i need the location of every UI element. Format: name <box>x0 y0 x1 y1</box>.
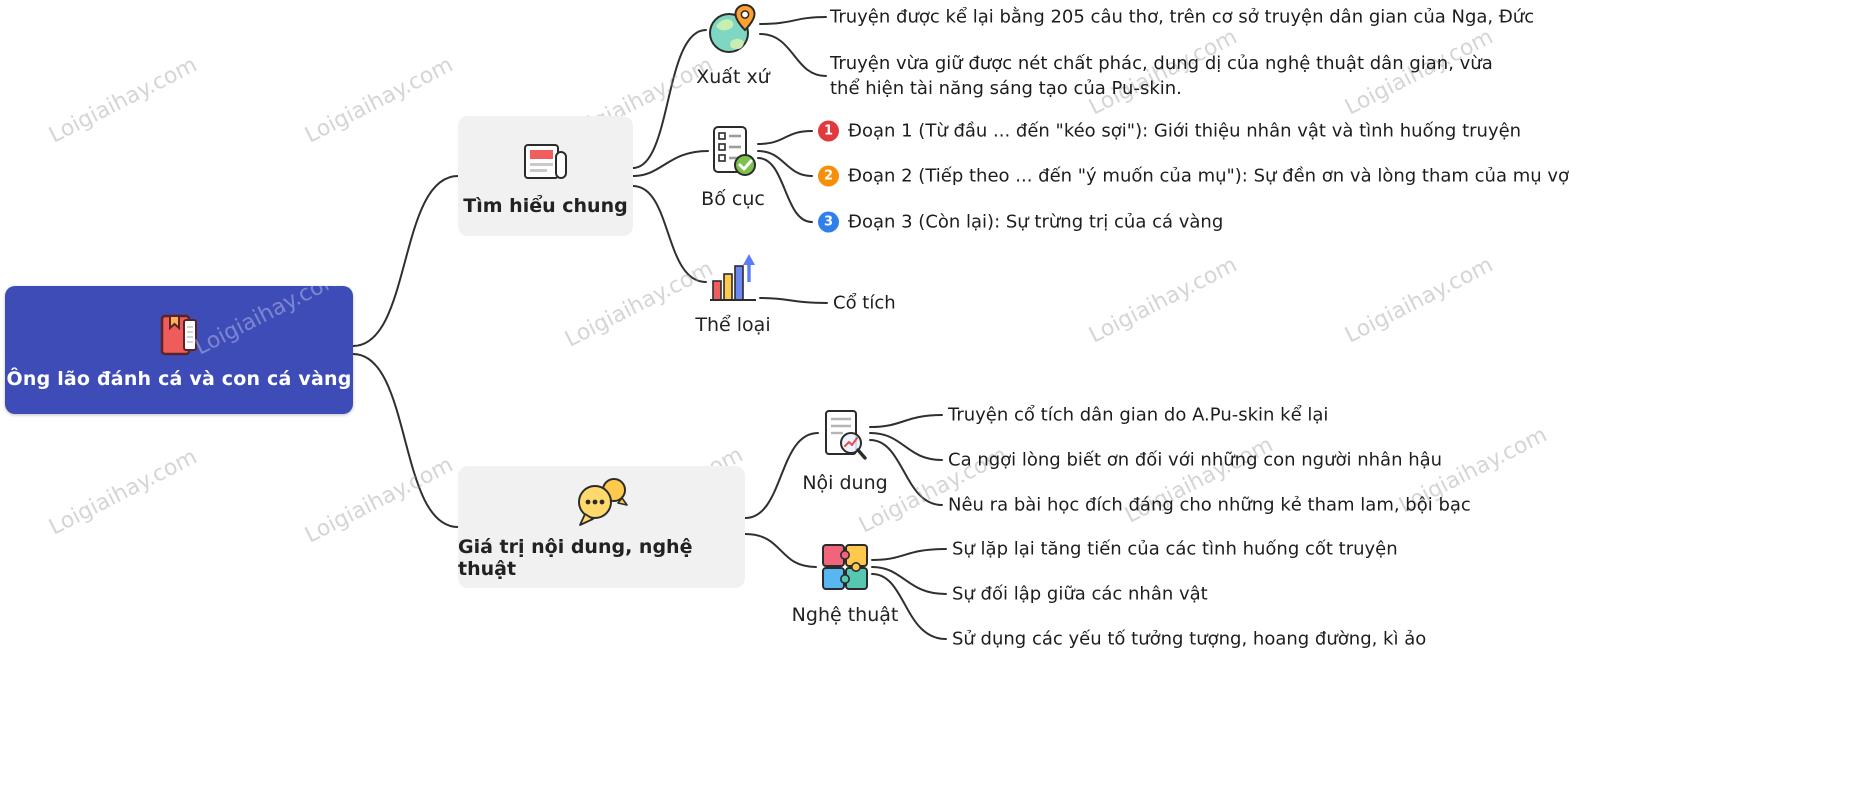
connector-nghethuat-leaf1 <box>871 548 947 561</box>
puzzle-icon <box>822 544 868 590</box>
subtopic-label: Xuất xứ <box>696 66 770 88</box>
root-node: Ông lão đánh cá và con cá vàng <box>5 286 353 414</box>
newspaper-icon <box>523 143 567 179</box>
leaf-text: Đoạn 3 (Còn lại): Sự trừng trị của cá và… <box>848 211 1224 233</box>
leaf-text: Truyện được kể lại bằng 205 câu thơ, trê… <box>830 6 1535 28</box>
leaf-doan-3: 3 Đoạn 3 (Còn lại): Sự trừng trị của cá … <box>818 211 1224 233</box>
subtopic-bo-cuc: Bố cục <box>688 124 778 210</box>
leaf-text: Truyện vừa giữ được nét chất phác, dung … <box>830 52 1493 99</box>
connector-xuatxu-leaf2 <box>759 33 827 77</box>
document-magnifier-icon <box>825 410 867 460</box>
subtopic-the-loai: Thể loại <box>688 252 778 336</box>
connector-noidung-leaf1 <box>869 414 943 428</box>
connector-bocuc-leaf2 <box>757 150 813 177</box>
section-number-badge: 3 <box>818 211 839 233</box>
connector-nghethuat-leaf2 <box>871 566 947 595</box>
connector-xuatxu-leaf1 <box>759 16 827 25</box>
connector-nghethuat-leaf3 <box>871 573 947 640</box>
checklist-icon <box>713 126 756 176</box>
connector-root-branch1 <box>352 175 459 347</box>
branch-gia-tri-noi-dung-nghe-thuat: Giá trị nội dung, nghệ thuật <box>458 466 745 588</box>
leaf-doan-1: 1 Đoạn 1 (Từ đầu ... đến "kéo sợi"): Giớ… <box>818 120 1522 142</box>
section-number-badge: 1 <box>818 120 839 142</box>
connector-branch1-bocuc <box>632 150 709 177</box>
subtopic-label: Nghệ thuật <box>791 604 899 626</box>
leaf-doan-2: 2 Đoạn 2 (Tiếp theo ... đến "ý muốn của … <box>818 165 1570 187</box>
connector-noidung-leaf3 <box>869 439 943 506</box>
leaf-text: Đoạn 2 (Tiếp theo ... đến "ý muốn của mụ… <box>848 165 1570 187</box>
chat-bubbles-icon <box>577 477 628 526</box>
connector-branch2-nghethuat <box>744 533 817 568</box>
book-icon <box>160 314 197 355</box>
leaf-text: Truyện cổ tích dân gian do A.Pu-skin kể … <box>948 404 1329 426</box>
connector-theloai-leaf1 <box>759 297 828 304</box>
leaf-text: Sử dụng các yếu tố tưởng tượng, hoang đư… <box>952 628 1427 650</box>
bar-chart-icon <box>710 254 756 301</box>
leaf-text: Đoạn 1 (Từ đầu ... đến "kéo sợi"): Giới … <box>848 120 1522 142</box>
leaf-text: Nêu ra bài học đích đáng cho những kẻ th… <box>948 494 1471 516</box>
leaf-text: Sự lặp lại tăng tiến của các tình huống … <box>952 538 1398 560</box>
branch-label: Giá trị nội dung, nghệ thuật <box>458 535 693 580</box>
subtopic-label: Bố cục <box>701 188 765 210</box>
connector-noidung-leaf2 <box>869 432 943 461</box>
subtopic-nghe-thuat: Nghệ thuật <box>792 540 898 626</box>
branch-tim-hieu-chung: Tìm hiểu chung <box>458 116 633 236</box>
globe-pin-icon <box>709 3 756 53</box>
leaf-text: Sự đối lập giữa các nhân vật <box>952 583 1208 605</box>
root-node-label: Ông lão đánh cá và con cá vàng <box>6 367 352 390</box>
connector-bocuc-leaf1 <box>757 130 813 145</box>
section-number-badge: 2 <box>818 165 839 187</box>
subtopic-xuat-xu: Xuất xứ <box>688 2 778 88</box>
branch-label: Tìm hiểu chung <box>463 194 628 217</box>
leaf-text: Ca ngợi lòng biết ơn đối với những con n… <box>948 449 1443 471</box>
subtopic-label: Thể loại <box>695 314 771 336</box>
connector-bocuc-leaf3 <box>757 157 813 223</box>
leaf-text: Cổ tích <box>833 292 896 314</box>
connector-branch1-xuatxu <box>632 29 707 169</box>
connector-branch1-theloai <box>632 185 707 283</box>
connector-root-branch2 <box>352 353 459 528</box>
subtopic-label: Nội dung <box>802 472 888 494</box>
subtopic-noi-dung: Nội dung <box>800 408 890 494</box>
connector-branch2-noidung <box>744 432 819 519</box>
